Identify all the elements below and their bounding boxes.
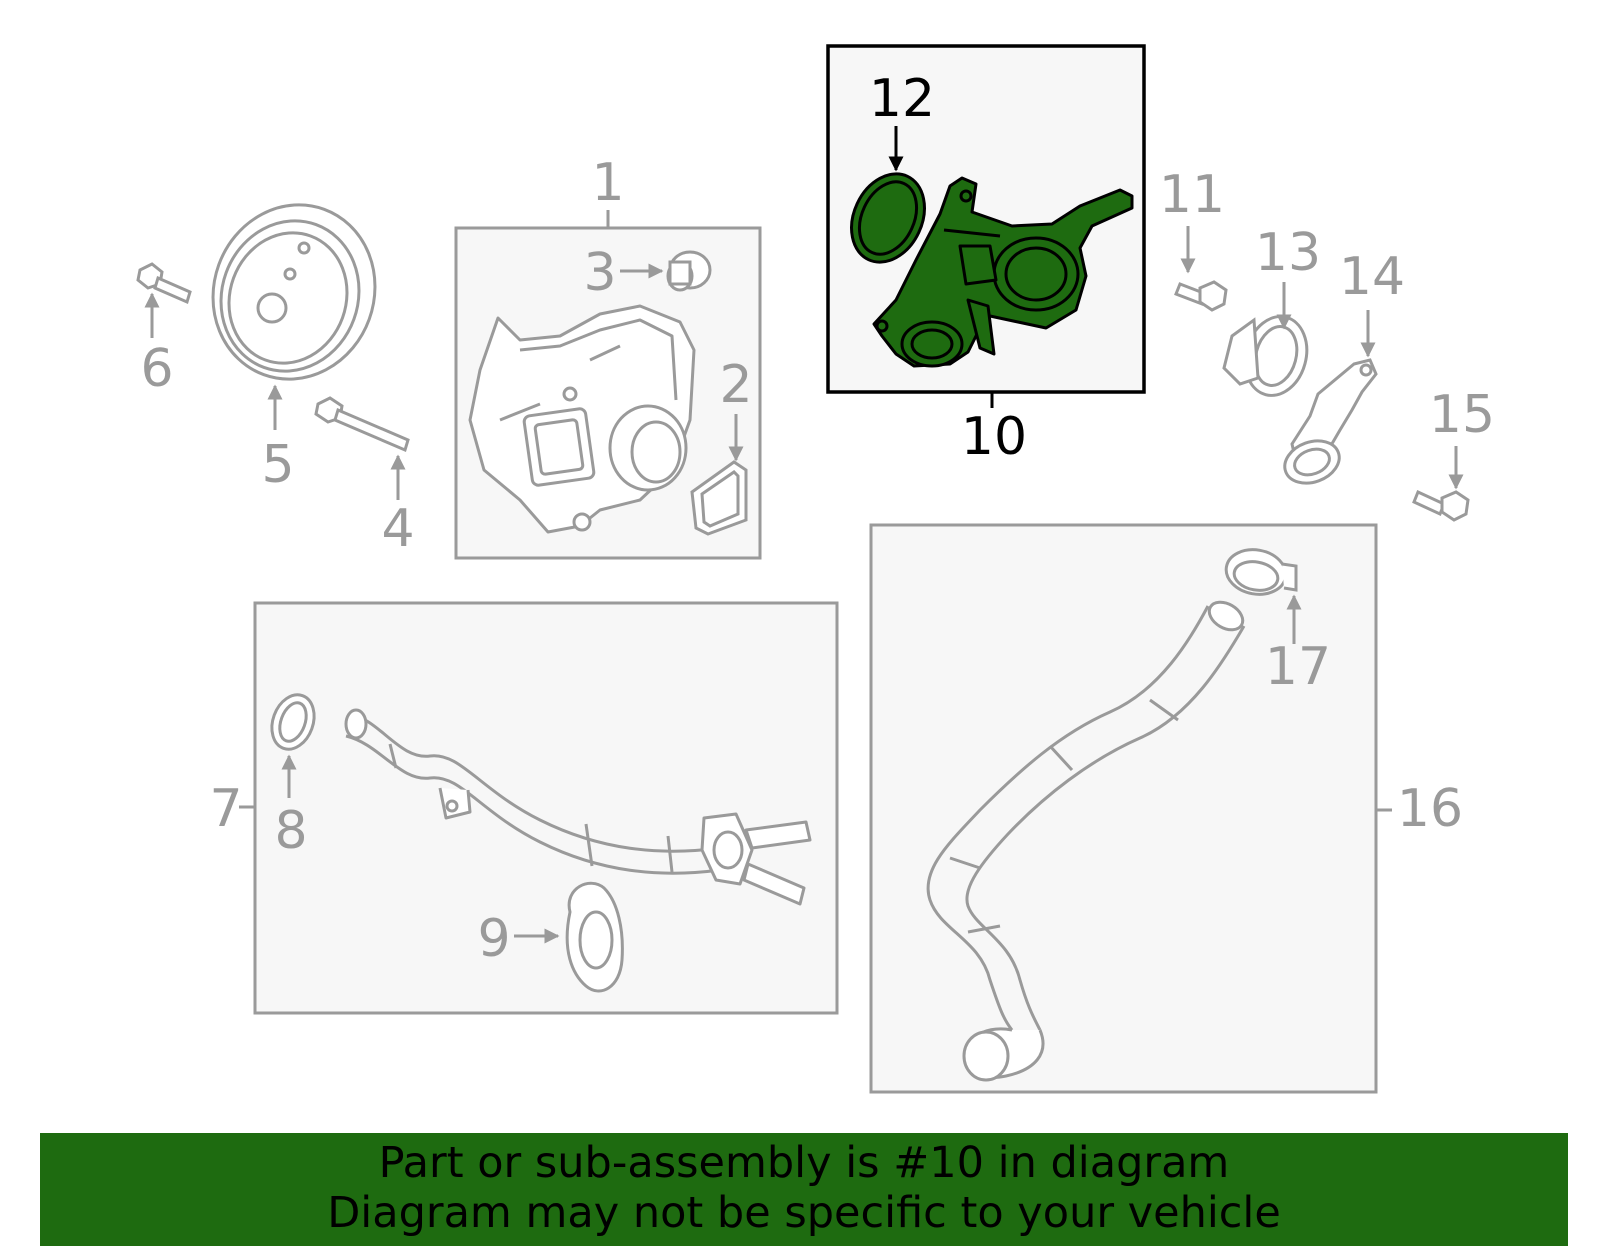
plug-3-icon [666, 250, 712, 292]
hose-16-icon [926, 600, 1246, 1082]
banner-line-2: Diagram may not be specific to your vehi… [327, 1188, 1281, 1238]
bolt-15-icon [1412, 489, 1470, 522]
water-pump-1-icon [468, 304, 696, 534]
callout-6: 6 [140, 339, 173, 399]
callout-3: 3 [583, 243, 616, 303]
callout-5: 5 [261, 435, 294, 495]
outlet-14-icon [1283, 358, 1378, 485]
thermostat-housing-10-icon [872, 176, 1134, 368]
bolt-6-icon [136, 262, 192, 305]
gasket-2-icon [690, 460, 748, 536]
o-ring-8-icon [270, 693, 316, 751]
info-banner: Part or sub-assembly is #10 in diagram D… [40, 1133, 1568, 1246]
callout-13: 13 [1255, 223, 1321, 283]
callout-7: 7 [209, 779, 242, 839]
clamp-17-icon [1224, 548, 1298, 596]
callout-15: 15 [1429, 385, 1495, 445]
callout-8: 8 [274, 801, 307, 861]
coolant-pipe-7-icon [344, 708, 812, 906]
group-box-7 [253, 601, 839, 1015]
callout-9: 9 [477, 909, 510, 969]
callout-1: 1 [591, 153, 624, 213]
callout-12: 12 [869, 69, 935, 129]
callout-14: 14 [1339, 247, 1405, 307]
gasket-12-icon [850, 172, 926, 264]
pulley-5-icon [211, 203, 377, 381]
bolt-4-icon [314, 396, 410, 453]
callout-16: 16 [1397, 779, 1463, 839]
callout-11: 11 [1159, 165, 1225, 225]
bolt-11-icon [1174, 280, 1228, 312]
gasket-9-icon [565, 881, 624, 993]
thermostat-13-icon [1222, 315, 1309, 397]
callout-4: 4 [381, 499, 414, 559]
callout-10: 10 [961, 407, 1027, 467]
group-box-16 [869, 523, 1378, 1094]
callout-2: 2 [719, 355, 752, 415]
callout-17: 17 [1265, 637, 1331, 697]
banner-line-1: Part or sub-assembly is #10 in diagram [378, 1138, 1230, 1188]
